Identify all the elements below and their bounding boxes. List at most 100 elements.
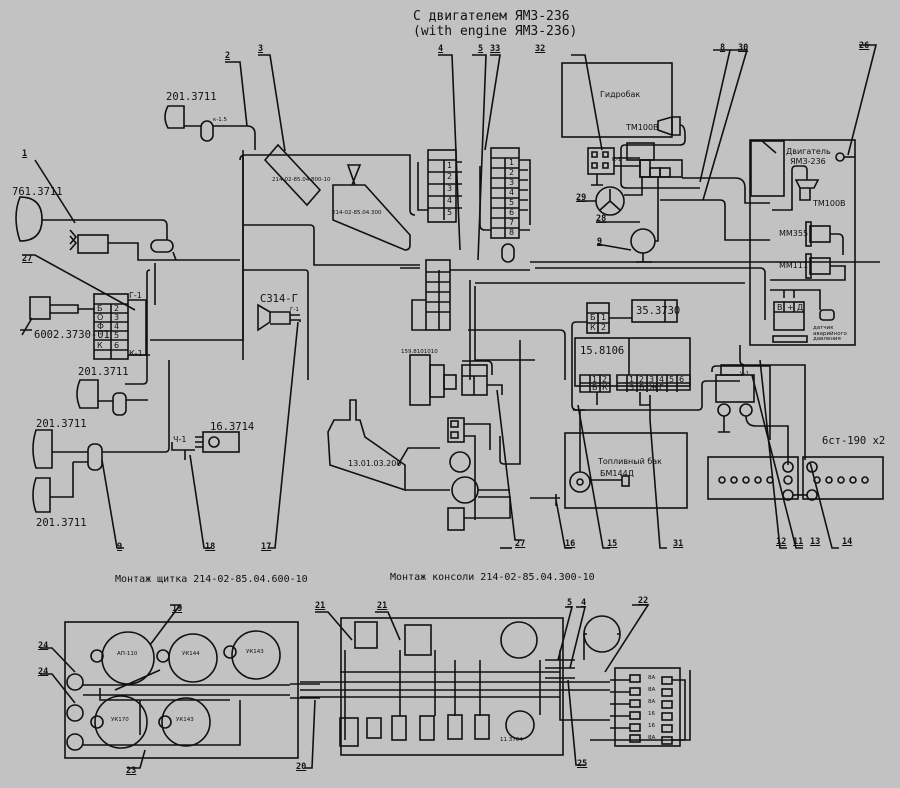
relay-15-r-4: 4 bbox=[659, 375, 665, 384]
callout-23: 23 bbox=[126, 766, 137, 776]
wire-mark-k1: К-1 bbox=[612, 157, 622, 163]
wire-ch1: Ч-1 bbox=[173, 435, 187, 444]
block-b-2: 2 bbox=[509, 168, 515, 177]
starter-sensor-label: датчик аварийного давления bbox=[813, 325, 847, 342]
lamp-low1-label: 201.3711 bbox=[36, 418, 87, 430]
relay-35-pin-2: 2 bbox=[601, 323, 607, 332]
wire-mark-g1: Г-1 bbox=[290, 307, 299, 313]
starter-pin-plus: + bbox=[787, 303, 794, 312]
relay-15-r-b: Б bbox=[639, 383, 645, 392]
callout-25: 25 bbox=[577, 759, 588, 769]
relay-35-block bbox=[586, 299, 678, 334]
fuel-tank-label: Топливный бак bbox=[598, 457, 662, 466]
gauge-uk144 bbox=[168, 633, 218, 683]
callout-3: 3 bbox=[258, 44, 264, 54]
relay-15-r-5: 5 bbox=[669, 375, 675, 384]
callout-13: 13 bbox=[810, 537, 821, 547]
lamp-top-label: 201.3711 bbox=[166, 91, 217, 103]
block-a-5: 5 bbox=[447, 208, 453, 217]
cab-13-label: 13.01.03.200 bbox=[348, 459, 402, 468]
mm111-label: ММ111 bbox=[779, 261, 809, 270]
battery-label: 6ст-190 х2 bbox=[822, 435, 886, 447]
callout-2: 2 bbox=[225, 51, 231, 61]
relay-15-label: 15.8106 bbox=[580, 345, 625, 357]
switch-num-2: 2 bbox=[114, 304, 120, 313]
callout-28: 28 bbox=[596, 214, 607, 224]
fuse-5: 16 bbox=[648, 723, 655, 729]
block-b-8: 8 bbox=[509, 228, 515, 237]
gauge-uk143-b bbox=[161, 697, 211, 747]
relay-35-pin-1: 1 bbox=[601, 313, 607, 322]
switch-num-6: 6 bbox=[114, 341, 120, 350]
callout-29: 29 bbox=[576, 193, 587, 203]
callout-27-b: 27 bbox=[515, 539, 526, 549]
bm144d-label: БМ144Д bbox=[600, 469, 634, 478]
switch-num-5: 5 bbox=[114, 331, 120, 340]
block-a-3: 3 bbox=[447, 184, 453, 193]
callout-8: 8 bbox=[720, 43, 726, 53]
dash-unit-b-label: 214-02-85.04.300 bbox=[332, 210, 382, 216]
relay-15-l-k: К bbox=[602, 383, 608, 392]
callout-30: 30 bbox=[738, 43, 749, 53]
callout-24-b: 24 bbox=[38, 667, 49, 677]
relay-16-label: 16.3714 bbox=[210, 421, 255, 433]
callout-16: 16 bbox=[565, 539, 576, 549]
block-b-1: 1 bbox=[509, 158, 515, 167]
console-box bbox=[340, 617, 564, 756]
callout-5-b: 5 bbox=[567, 598, 573, 608]
fuse-block bbox=[614, 667, 681, 747]
callout-24-a: 24 bbox=[38, 641, 49, 651]
block-b-5: 5 bbox=[509, 198, 515, 207]
tm100b-2-label: ТМ100В bbox=[813, 199, 846, 208]
connector-block-b bbox=[479, 147, 531, 239]
cab-shape bbox=[327, 399, 406, 492]
callout-32: 32 bbox=[535, 44, 546, 54]
fuse-2: 8А bbox=[648, 687, 656, 693]
gauge-uk170-label: УК170 bbox=[111, 717, 129, 723]
block-b-6: 6 bbox=[509, 208, 515, 217]
connector-head bbox=[150, 239, 174, 253]
horn-label: С314-Г bbox=[260, 293, 298, 305]
connector-block-a bbox=[427, 149, 457, 223]
mm355-label: ММ355 bbox=[779, 229, 809, 238]
callout-21-a: 21 bbox=[315, 601, 326, 611]
relay-15-l-b: Б bbox=[592, 383, 598, 392]
callout-21-b: 21 bbox=[377, 601, 388, 611]
switch-pin-o: О bbox=[97, 313, 104, 322]
block-b-4: 4 bbox=[509, 188, 515, 197]
block-a-2: 2 bbox=[447, 172, 453, 181]
wire-g1: Г-1 bbox=[129, 291, 142, 300]
block-b-3: 3 bbox=[509, 178, 515, 187]
starter-pin-v: В bbox=[777, 303, 783, 312]
wire-mark-k15: к-1.5 bbox=[213, 117, 228, 123]
callout-11: 11 bbox=[793, 537, 804, 547]
battery-2 bbox=[802, 456, 884, 500]
block-a-1: 1 bbox=[447, 161, 453, 170]
fuse-4: 16 bbox=[648, 711, 655, 717]
callout-22: 22 bbox=[638, 596, 649, 606]
relay-35-pin-b: Б bbox=[590, 313, 596, 322]
block-b-7: 7 bbox=[509, 218, 515, 227]
dash-unit-a-label: 214-02-85.04.800-10 bbox=[272, 177, 331, 183]
callout-5: 5 bbox=[478, 44, 484, 54]
lamp-top-shape bbox=[164, 105, 185, 129]
relay-15-r-z: З bbox=[629, 383, 635, 392]
fuse-3: 8А bbox=[648, 699, 656, 705]
dash-unit-a bbox=[263, 143, 322, 207]
callout-9-b: 9 bbox=[117, 542, 123, 552]
callout-33: 33 bbox=[490, 44, 501, 54]
gauge-ap110-label: АП-110 bbox=[117, 651, 138, 657]
relay-15-l-2: 2 bbox=[602, 375, 608, 384]
callout-4-b: 4 bbox=[581, 598, 587, 608]
switch-pin-f: Ф bbox=[97, 322, 104, 331]
relay-15-r-3: 3 bbox=[649, 375, 655, 384]
relay-15-r-zh: Ж bbox=[649, 383, 658, 392]
gauge-uk143-a bbox=[231, 630, 281, 680]
callout-17: 17 bbox=[261, 542, 272, 552]
gidrobak-label: Гидробак bbox=[600, 90, 641, 99]
gidrobak-box bbox=[561, 62, 673, 138]
fuel-tank-box bbox=[564, 432, 688, 509]
lamp-mid-label: 201.3711 bbox=[78, 366, 129, 378]
console-assembly-caption: Монтаж консоли 214-02-85.04.300-10 bbox=[390, 572, 595, 583]
